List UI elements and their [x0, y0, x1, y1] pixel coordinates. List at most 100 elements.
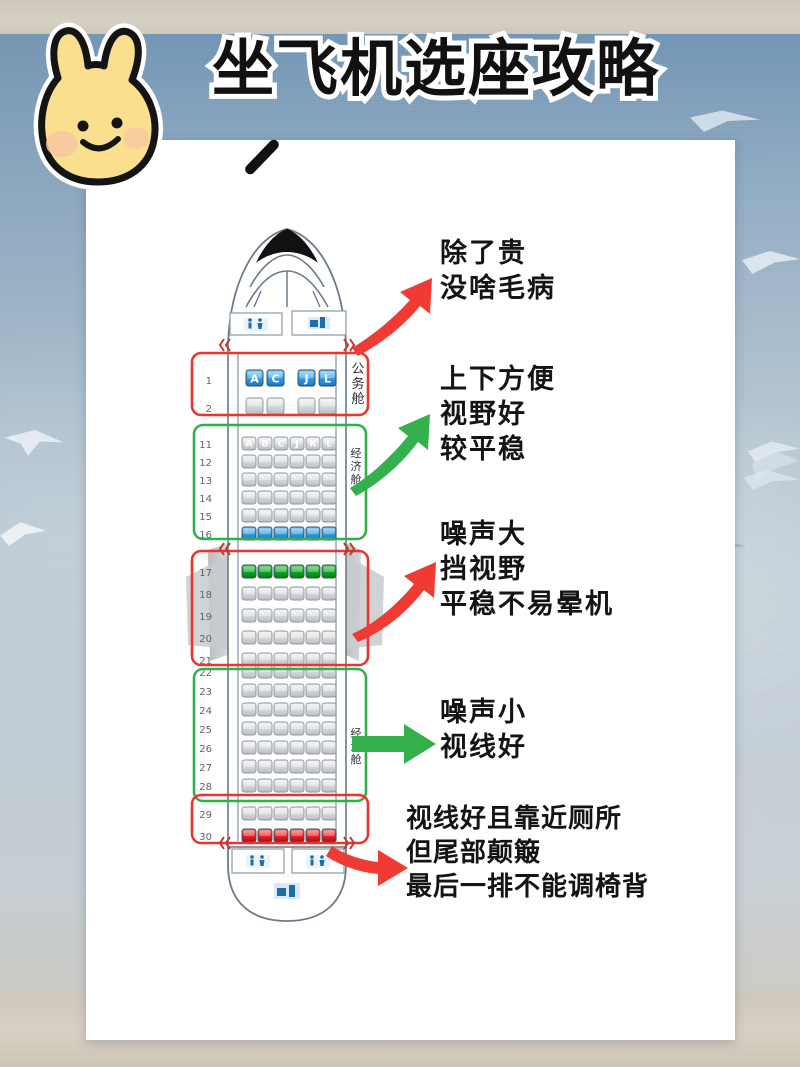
- seat-backrest: [275, 654, 287, 660]
- seat-backrest: [291, 588, 303, 594]
- seat-backrest: [307, 704, 319, 710]
- seat-backrest: [291, 610, 303, 616]
- front-lavatory-icon: [229, 312, 283, 336]
- seat-backrest: [259, 588, 271, 594]
- seat-cell: [241, 564, 257, 579]
- seat-cell: [257, 759, 273, 774]
- seat-backrest: [291, 528, 303, 534]
- seat-cell: [289, 608, 305, 623]
- seat-row-number: 23: [199, 687, 212, 698]
- seat-backrest: [243, 761, 255, 767]
- seat-backrest: [247, 371, 262, 379]
- seat-backrest: [243, 723, 255, 729]
- seat-backrest: [323, 610, 335, 616]
- seat-backrest: [291, 566, 303, 572]
- svg-text:舱: 舱: [351, 752, 362, 766]
- seat-row-number: 1: [206, 376, 212, 387]
- seat-backrest: [307, 723, 319, 729]
- seat-cell: [273, 630, 289, 645]
- seat-row-number: 24: [199, 706, 212, 717]
- seat-cell: [289, 740, 305, 755]
- seat-cell: [321, 806, 337, 821]
- seat-letter: A: [250, 373, 259, 386]
- seat-cell: [305, 508, 321, 523]
- seat-backrest: [291, 830, 303, 836]
- seat-backrest: [259, 704, 271, 710]
- seat-backrest: [275, 685, 287, 691]
- seat-backrest: [291, 742, 303, 748]
- svg-text:舱: 舱: [351, 472, 362, 486]
- business-note: 除了贵 没啥毛病: [440, 238, 556, 305]
- seat-row-number: 12: [199, 458, 212, 469]
- seat-cell: [305, 564, 321, 579]
- seat-backrest: [323, 704, 335, 710]
- seat-row-number: 26: [199, 744, 212, 755]
- seat-cell: [321, 721, 337, 736]
- seat-cell: [289, 436, 305, 451]
- seat-cell: [321, 740, 337, 755]
- seat-backrest: [323, 474, 335, 480]
- seat-backrest: [307, 492, 319, 498]
- seat-cell: [305, 454, 321, 469]
- seat-backrest: [291, 761, 303, 767]
- seat-row-number: 29: [199, 810, 212, 821]
- seat-backrest: [275, 588, 287, 594]
- seat-backrest: [291, 704, 303, 710]
- seat-cell: [321, 564, 337, 579]
- seat-cell: [305, 586, 321, 601]
- overwing-exit-marker: [218, 542, 356, 556]
- seat-cell: [241, 608, 257, 623]
- economy-rear-note: 噪声小 视线好: [440, 697, 527, 764]
- seat-backrest: [291, 492, 303, 498]
- seat-cell: [289, 454, 305, 469]
- svg-text:济: 济: [351, 739, 362, 753]
- seat-cell: [305, 702, 321, 717]
- seat-cell: [241, 778, 257, 793]
- seat-cell: [257, 806, 273, 821]
- seat-backrest: [243, 654, 255, 660]
- seat-row-number: 28: [199, 782, 212, 793]
- seat-cell: [273, 740, 289, 755]
- seat-backrest: [323, 780, 335, 786]
- seat-cell: [257, 472, 273, 487]
- seat-backrest: [323, 492, 335, 498]
- seat-backrest: [259, 830, 271, 836]
- seat-backrest: [307, 610, 319, 616]
- seat-cell: [273, 759, 289, 774]
- seat-cell: [257, 586, 273, 601]
- seat-backrest: [307, 632, 319, 638]
- white-paper-card: [86, 140, 735, 1040]
- seat-row-number: 30: [199, 832, 212, 843]
- page-title-text: 坐飞机选座攻略: [207, 32, 663, 105]
- seat-cell: [321, 490, 337, 505]
- seat-backrest: [275, 808, 287, 814]
- seat-backrest: [259, 808, 271, 814]
- seat-cell: [245, 369, 264, 387]
- seat-backrest: [291, 780, 303, 786]
- economy-front-note: 上下方便 视野好 较平稳: [440, 364, 556, 466]
- seat-cell: [305, 721, 321, 736]
- seat-cell: [289, 586, 305, 601]
- seat-letter: C: [271, 373, 279, 386]
- seat-cell: [297, 369, 316, 387]
- seat-row-number: 21: [199, 656, 212, 667]
- seat-cell: [273, 806, 289, 821]
- seat-backrest: [259, 723, 271, 729]
- seat-backrest: [259, 456, 271, 462]
- seat-cell: [273, 702, 289, 717]
- seat-backrest: [243, 510, 255, 516]
- seat-backrest: [243, 830, 255, 836]
- seat-backrest: [243, 704, 255, 710]
- seat-cell: [305, 608, 321, 623]
- seat-backrest: [275, 492, 287, 498]
- seat-cell: [289, 683, 305, 698]
- seat-backrest: [243, 474, 255, 480]
- seat-backrest: [259, 780, 271, 786]
- seat-backrest: [243, 610, 255, 616]
- seat-backrest: [243, 808, 255, 814]
- seat-backrest: [323, 456, 335, 462]
- seat-backrest: [259, 761, 271, 767]
- seat-backrest: [275, 761, 287, 767]
- seat-cell: [289, 630, 305, 645]
